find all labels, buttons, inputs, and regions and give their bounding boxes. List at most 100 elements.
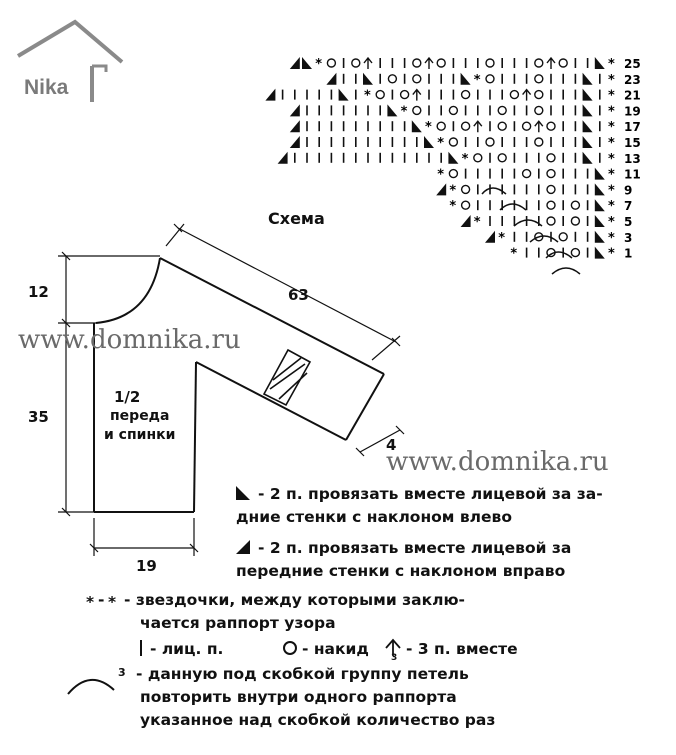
legend-stars-1: - звездочки, между которыми заклю- [124,591,465,609]
star-icon-2: * [108,593,116,611]
yarn-over-mark [460,184,471,195]
three-together-mark [363,56,373,69]
yarn-over-mark [412,74,422,84]
row-number: 7 [624,199,632,213]
right-decrease-mark [289,136,300,148]
right-decrease-mark [436,183,447,196]
star-icon: * [86,593,94,611]
nika-logo: Nika [16,19,124,102]
dimension-lines [58,223,405,556]
left-decrease-mark [582,120,593,133]
star-dash: - [98,591,104,609]
repeat-star-mark: * [608,104,615,119]
three-together-sub: 3 [391,653,397,663]
piece-label-front: переда [110,408,169,424]
three-together-mark [424,56,434,69]
repeat-star-mark: * [608,215,615,230]
row-number: 17 [624,120,641,134]
dim-half-width: 19 [136,557,157,575]
legend-yarn-over: - накид [302,640,369,658]
left-decrease-mark [594,199,605,212]
left-decrease-icon [236,486,250,500]
three-together-mark [412,88,422,101]
yarn-over-mark [485,58,495,68]
yarn-over-mark [387,74,398,84]
legend: - 2 п. провязать вместе лицевой за за- д… [67,485,603,729]
left-decrease-mark [302,57,312,69]
legend-right-decrease-2: передние стенки с наклоном вправо [236,562,565,580]
repeat-star-mark: * [608,152,615,167]
row-number: 13 [624,152,641,166]
three-together-mark [473,120,483,133]
row-number: 15 [624,136,641,150]
chart-brackets [481,187,581,275]
three-together-mark [546,56,556,69]
yarn-over-mark [460,121,471,131]
yarn-over-icon [283,641,297,655]
row-number: 5 [624,215,632,229]
yarn-over-mark [412,105,422,116]
row-number: 21 [624,89,641,103]
three-together-mark [522,88,532,101]
row-number: 3 [624,231,632,245]
row-number: 9 [624,183,632,197]
row-number: 11 [624,168,641,182]
yarn-over-mark [534,89,544,100]
repeat-star-mark: * [608,89,615,104]
right-decrease-mark [485,230,495,243]
piece-fraction: 1/2 [114,388,140,406]
yarn-over-mark [521,168,532,179]
repeat-star-mark: * [364,89,371,104]
right-decrease-mark [277,151,288,164]
stitch-chart: **25**23**21**19**17**15**13**11**9**7**… [265,56,641,262]
yarn-over-mark [448,105,459,116]
left-decrease-mark [594,215,605,227]
right-decrease-mark [289,57,300,69]
watermark-1: www.domnika.ru [18,325,241,355]
pattern-outline [93,257,385,513]
yarn-over-mark [570,216,581,226]
repeat-star-mark: * [608,57,615,72]
repeat-star-mark: * [608,168,615,183]
left-decrease-mark [582,136,593,148]
dim-neck-depth: 12 [28,283,49,301]
left-decrease-mark [411,120,422,133]
row-number: 25 [624,57,641,71]
repeat-star-mark: * [425,120,432,135]
dim-sleeve-length: 63 [288,286,309,304]
yarn-over-mark [473,153,483,163]
three-together-icon [385,638,401,656]
yarn-over-mark [546,153,556,163]
yarn-over-mark [399,89,410,100]
left-decrease-mark [594,167,605,180]
repeat-star-mark: * [437,136,444,151]
repeat-star-mark: * [474,215,481,230]
watermark-2: www.domnika.ru [386,447,609,477]
yarn-over-mark [460,89,471,100]
yarn-over-mark [497,121,507,131]
left-decrease-mark [387,104,398,117]
yarn-over-mark [497,105,507,116]
repeat-star-mark: * [474,73,481,88]
left-decrease-mark [594,57,605,69]
yarn-over-mark [546,216,556,226]
left-decrease-mark [582,104,593,117]
three-together-mark [534,120,544,133]
row-number: 23 [624,73,641,87]
repeat-star-mark: * [462,152,469,167]
right-decrease-icon [236,540,250,554]
left-decrease-mark [424,136,434,148]
left-decrease-mark [448,151,459,164]
left-decrease-mark [338,88,349,101]
yarn-over-mark [448,168,459,179]
bracket-icon [67,679,115,695]
legend-left-decrease-1: - 2 п. провязать вместе лицевой за за- [258,485,603,503]
repeat-star-mark: * [608,136,615,151]
repeat-star-mark: * [608,231,615,246]
repeat-star-mark: * [498,231,505,246]
yarn-over-mark [436,121,446,131]
legend-knit: - лиц. п. [150,640,223,658]
left-decrease-mark [460,72,471,85]
left-decrease-mark [582,72,593,85]
